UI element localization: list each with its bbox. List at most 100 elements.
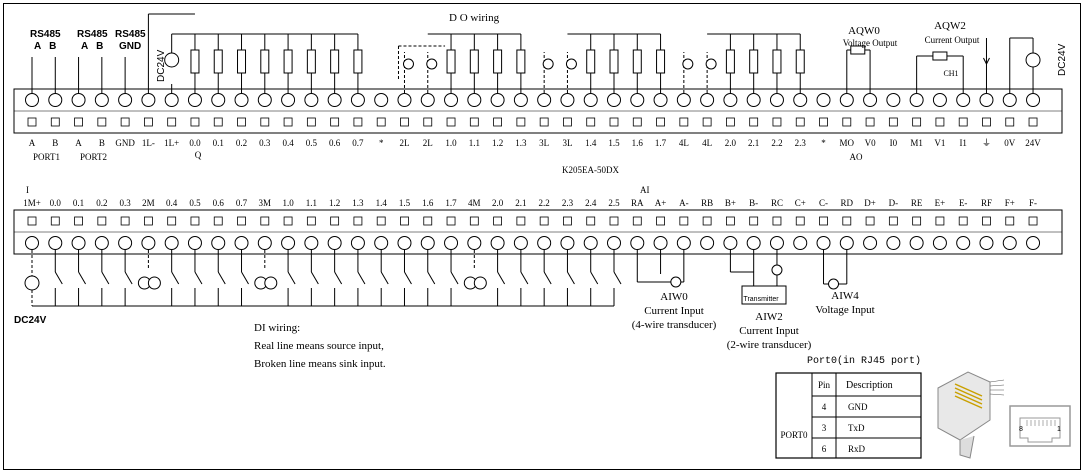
bottom-screw-terminal bbox=[350, 236, 365, 250]
top-terminal-label: 3L bbox=[539, 138, 550, 148]
bottom-terminal-label: 1.6 bbox=[422, 198, 434, 208]
bottom-screw-terminal bbox=[723, 236, 738, 250]
rs485-gnd-label: RS485 bbox=[115, 29, 146, 40]
bottom-terminal-label: C+ bbox=[794, 198, 806, 208]
bottom-led-indicator bbox=[143, 216, 153, 226]
top-terminal-label: A bbox=[28, 138, 36, 148]
dc-source-icon bbox=[402, 58, 414, 70]
bottom-led-indicator bbox=[795, 216, 805, 226]
bottom-screw-terminal bbox=[630, 236, 645, 250]
bottom-terminal-label: B+ bbox=[724, 198, 736, 208]
bottom-terminal-label: 1.1 bbox=[305, 198, 317, 208]
top-terminal-label: 0.3 bbox=[259, 138, 271, 148]
bottom-screw-terminal bbox=[1002, 236, 1017, 250]
top-terminal-label: MO bbox=[839, 138, 855, 148]
relay-load-icon bbox=[283, 49, 293, 74]
di-switch-icon bbox=[241, 271, 249, 285]
top-led-indicator bbox=[446, 117, 456, 127]
top-screw-terminal bbox=[1002, 93, 1017, 107]
top-screw-terminal bbox=[979, 93, 994, 107]
top-terminal-label: 1.3 bbox=[515, 138, 527, 148]
bottom-terminal-label: 0.6 bbox=[212, 198, 224, 208]
bottom-terminal-label: A+ bbox=[654, 198, 667, 208]
bottom-led-indicator bbox=[586, 216, 596, 226]
bottom-screw-terminal bbox=[816, 236, 831, 250]
top-led-indicator bbox=[423, 117, 433, 127]
top-led-indicator bbox=[656, 117, 665, 127]
bottom-screw-terminal bbox=[141, 236, 156, 250]
bottom-screw-terminal bbox=[513, 236, 528, 250]
aiw4-label: AIW4 bbox=[831, 290, 859, 302]
di-switch-icon bbox=[543, 271, 552, 285]
dc-source-icon bbox=[426, 58, 438, 70]
top-terminal-label: 0.7 bbox=[352, 138, 364, 148]
bottom-led-indicator bbox=[50, 216, 60, 226]
top-led-indicator bbox=[97, 117, 107, 127]
bottom-screw-terminal bbox=[839, 236, 854, 250]
bottom-terminal-label: 1.2 bbox=[329, 198, 341, 208]
top-terminal-label: I1 bbox=[959, 138, 967, 148]
bottom-terminal-label: RF bbox=[980, 198, 992, 208]
di-wiring-sink: Broken line means sink input. bbox=[254, 358, 386, 370]
bottom-terminal-label: F+ bbox=[1004, 198, 1015, 208]
bottom-screw-terminal bbox=[560, 236, 575, 250]
diagram-frame bbox=[3, 3, 1081, 470]
transmitter-label: Transmitter bbox=[743, 296, 779, 303]
top-screw-terminal bbox=[234, 93, 249, 107]
top-led-indicator bbox=[726, 117, 735, 127]
bottom-screw-terminal bbox=[48, 236, 63, 250]
di-switch-icon bbox=[497, 271, 506, 285]
ao-label: AO bbox=[849, 152, 863, 162]
top-screw-terminal bbox=[956, 93, 971, 107]
top-screw-terminal bbox=[467, 93, 482, 107]
aiw0-sub2: (4-wire transducer) bbox=[631, 319, 717, 331]
top-led-indicator bbox=[795, 117, 805, 127]
do-wiring-title: D O wiring bbox=[449, 12, 500, 24]
bottom-led-indicator bbox=[563, 216, 572, 226]
bottom-screw-terminal bbox=[653, 236, 668, 250]
top-screw-terminal bbox=[350, 93, 365, 107]
top-led-indicator bbox=[400, 117, 409, 127]
bottom-terminal-label: 1.0 bbox=[282, 198, 294, 208]
top-led-indicator bbox=[27, 117, 37, 127]
top-led-indicator bbox=[376, 117, 386, 127]
top-screw-terminal bbox=[746, 93, 761, 107]
di-switch-icon bbox=[613, 271, 622, 285]
port-table-grid bbox=[775, 372, 922, 459]
relay-load-icon bbox=[353, 49, 363, 74]
di-wiring-source: Real line means source input, bbox=[254, 340, 384, 352]
bottom-terminal-label: D- bbox=[888, 198, 899, 208]
bottom-terminal-label: E- bbox=[958, 198, 968, 208]
top-led-indicator bbox=[982, 117, 991, 127]
i-label: I bbox=[26, 185, 29, 195]
wire bbox=[986, 57, 990, 65]
bottom-screw-terminal bbox=[420, 236, 435, 250]
top-led-indicator bbox=[1005, 117, 1015, 127]
top-screw-terminal bbox=[886, 93, 901, 107]
top-led-indicator bbox=[167, 117, 177, 127]
relay-load-icon bbox=[749, 49, 759, 74]
q-label: Q bbox=[194, 150, 202, 160]
bottom-led-indicator bbox=[237, 216, 246, 226]
bottom-led-indicator bbox=[539, 216, 549, 226]
port2-label: PORT2 bbox=[80, 152, 107, 162]
bottom-screw-terminal bbox=[71, 236, 86, 250]
dc-source-icon bbox=[565, 58, 577, 70]
top-screw-terminal bbox=[304, 93, 319, 107]
bottom-led-indicator bbox=[213, 216, 223, 226]
model-label: K205EA-50DX bbox=[562, 165, 619, 175]
ch1-label: CH1 bbox=[943, 69, 959, 78]
bottom-screw-terminal bbox=[700, 236, 715, 250]
dc-source-icon bbox=[147, 276, 161, 290]
bottom-led-indicator bbox=[888, 216, 898, 226]
di-switch-icon bbox=[194, 271, 203, 285]
bottom-screw-terminal bbox=[374, 236, 389, 250]
top-terminal-label: 0.6 bbox=[329, 138, 341, 148]
top-terminal-label: 4L bbox=[702, 138, 713, 148]
bottom-led-indicator bbox=[283, 216, 293, 226]
bottom-terminal-label: 2.2 bbox=[538, 198, 550, 208]
di-switch-icon bbox=[310, 271, 319, 285]
bottom-screw-terminal bbox=[886, 236, 901, 250]
top-led-indicator bbox=[493, 117, 503, 127]
